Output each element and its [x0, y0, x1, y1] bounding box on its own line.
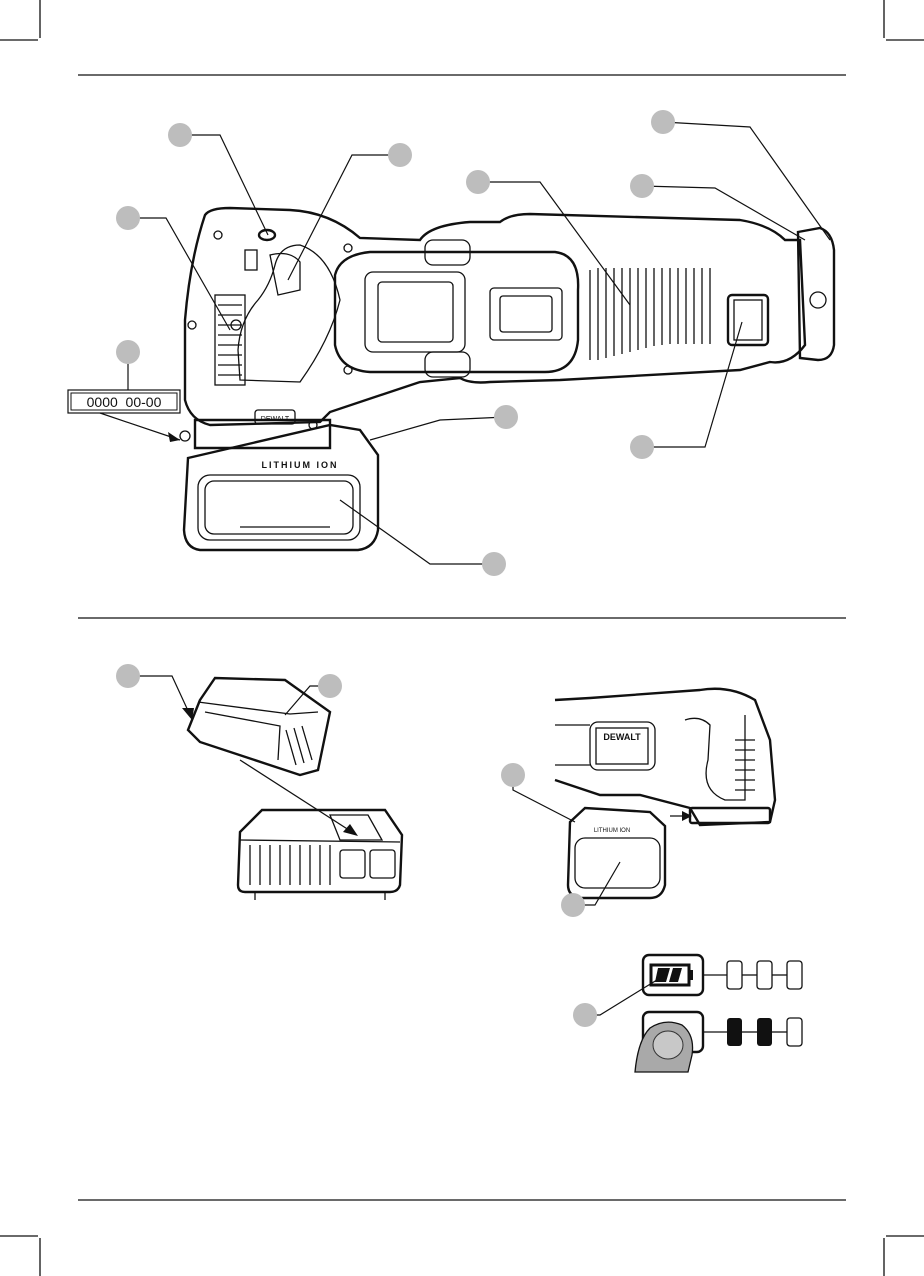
callout-marker: [116, 664, 140, 688]
callout-marker: [501, 763, 525, 787]
led-indicator: [756, 960, 773, 990]
callouts-bottom-right: [501, 763, 621, 917]
battery-label: LITHIUM ION: [262, 460, 339, 470]
callout-marker: [573, 1003, 597, 1027]
callout-marker: [561, 893, 585, 917]
callout-marker: [482, 552, 506, 576]
arrow-icon: [168, 432, 180, 442]
led-indicator: [786, 960, 803, 990]
led-indicator: [726, 960, 743, 990]
callout-marker: [466, 170, 490, 194]
callout-marker: [116, 340, 140, 364]
callouts-bottom-left: [116, 664, 342, 720]
callouts-top: [116, 110, 831, 576]
date-code-label: 0000 00-00: [87, 394, 162, 410]
callout-marker: [116, 206, 140, 230]
callout-marker: [630, 174, 654, 198]
battery-label-small: LITHIUM ION: [594, 828, 630, 834]
callout-marker: [494, 405, 518, 429]
reciprocating-saw-illustration: DEWALT LITHIUM ION: [179, 206, 836, 552]
led-indicator-lit: [727, 1018, 742, 1046]
callout-marker: [168, 123, 192, 147]
led-indicator: [786, 1017, 803, 1047]
fuel-gauge-illustration: [573, 953, 803, 1073]
section-dividers: [78, 74, 846, 1201]
led-indicator-lit: [757, 1018, 772, 1046]
battery-saw-illustration: DEWALT LITHIUM ION: [554, 687, 777, 900]
brand-plate: DEWALT: [261, 416, 290, 423]
callout-marker: [388, 143, 412, 167]
callout-marker: [318, 674, 342, 698]
callout-marker: [651, 110, 675, 134]
battery-charger-illustration: [186, 676, 404, 900]
callout-marker: [630, 435, 654, 459]
brand-label: DEWALT: [603, 732, 641, 742]
